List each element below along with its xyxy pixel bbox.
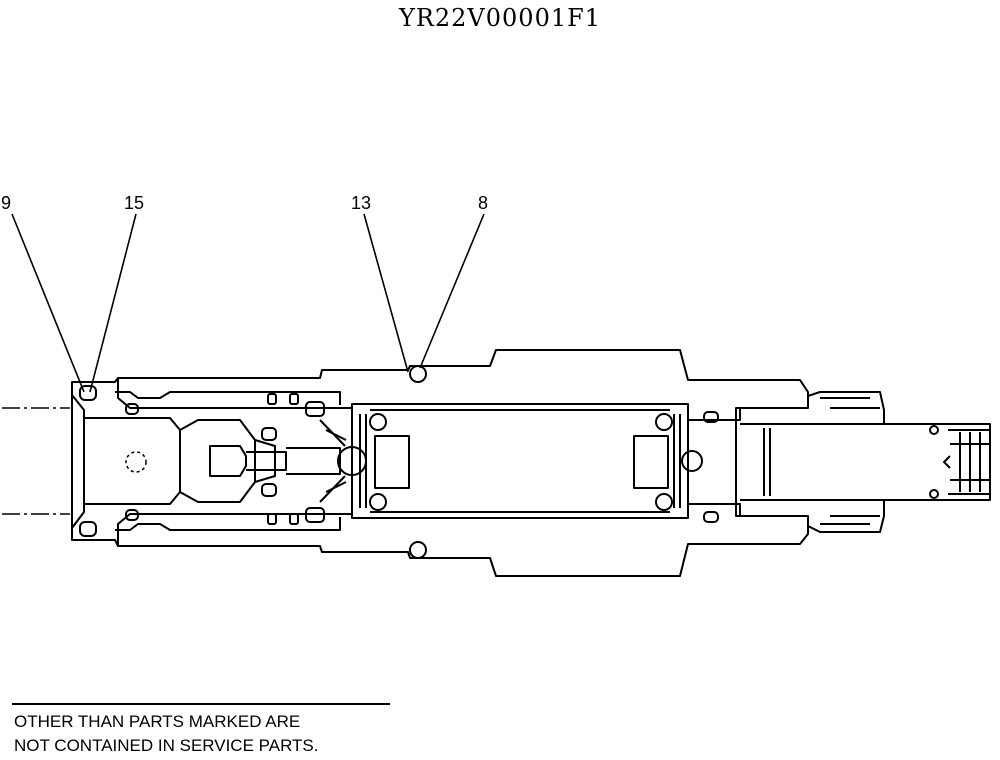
centerlines (2, 407, 70, 515)
drawing-code: YR22V00001F1 (398, 4, 602, 32)
note-line-1: OTHER THAN PARTS MARKED ARE (14, 712, 301, 731)
note-line-2: NOT CONTAINED IN SERVICE PARTS. (14, 736, 319, 755)
pilot-poppet (179, 419, 276, 503)
sleeve-top-2 (117, 378, 340, 409)
callout-15: 15 (124, 193, 144, 213)
callout-9: 9 (1, 193, 11, 213)
callout-13: 13 (351, 193, 371, 213)
adjusting-screw (688, 408, 741, 516)
cap-bore (84, 417, 181, 505)
left-cap (71, 382, 85, 540)
spring-chamber (351, 403, 689, 519)
note-divider (12, 703, 390, 705)
callout-8: 8 (478, 193, 488, 213)
main-poppet (300, 407, 353, 515)
sleeve-top (115, 391, 341, 405)
housing-outline (71, 349, 809, 577)
o-rings (79, 365, 939, 559)
sleeve-bottom (115, 517, 341, 531)
lock-nut (807, 391, 885, 533)
service-parts-note: OTHER THAN PARTS MARKED ARE NOT CONTAINE… (14, 710, 434, 758)
leader-lines (11, 213, 485, 393)
sleeve-bottom-2 (117, 513, 340, 546)
orifice-hidden (125, 451, 147, 473)
